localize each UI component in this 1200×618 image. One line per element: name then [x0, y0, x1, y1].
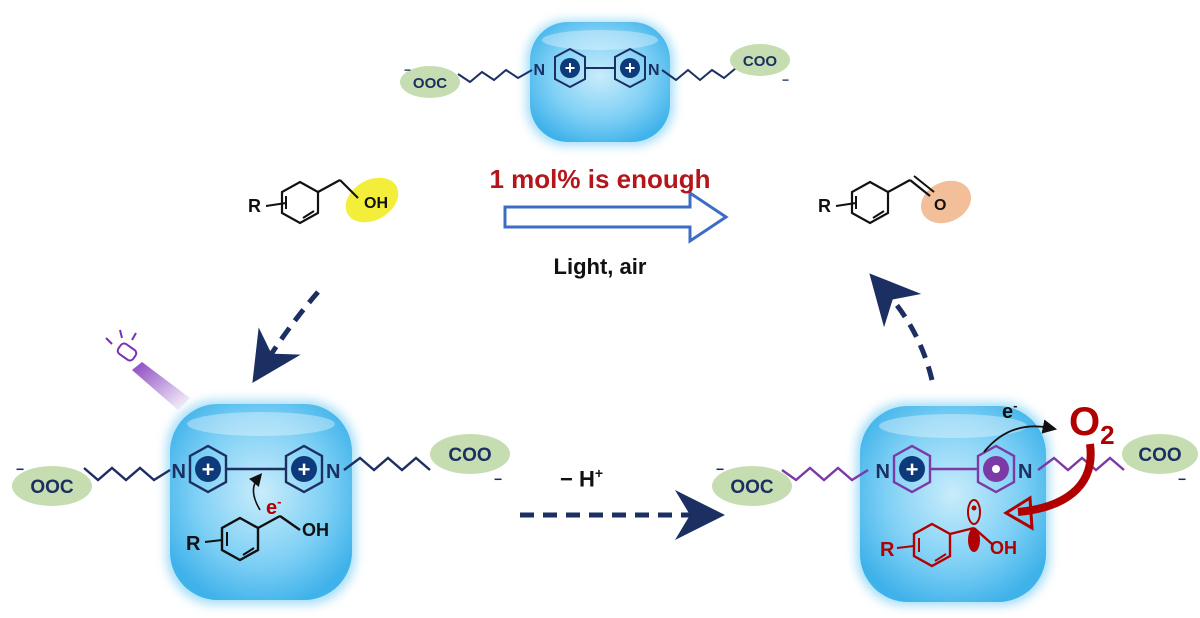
svg-text:−: −	[716, 461, 724, 477]
svg-text:OOC: OOC	[413, 75, 447, 92]
catalyst-loading-label: 1 mol% is enough	[489, 164, 711, 194]
svg-text:N: N	[876, 461, 890, 483]
svg-text:+: +	[298, 457, 311, 482]
svg-text:−: −	[16, 461, 24, 477]
plus-charge-icon	[560, 58, 580, 78]
svg-text:N: N	[172, 461, 186, 483]
svg-text:+: +	[625, 58, 636, 78]
plus-charge-icon	[195, 456, 221, 482]
svg-text:COO: COO	[448, 445, 491, 466]
svg-text:N: N	[1018, 461, 1032, 483]
svg-text:−: −	[1178, 471, 1186, 487]
catalyst-substrate-complex: + + N N OOC − COO − R OH e-	[12, 400, 510, 605]
light-bulb-icon	[105, 329, 190, 410]
deprotonation-label: − H+	[560, 465, 604, 492]
svg-text:R: R	[818, 196, 831, 216]
svg-text:OOC: OOC	[730, 477, 774, 498]
reaction-conditions-label: Light, air	[553, 254, 647, 279]
radical-complex: + N N OOC − COO − R OH e-	[712, 398, 1198, 606]
plus-charge-icon	[620, 58, 640, 78]
svg-text:OH: OH	[364, 195, 388, 212]
catalyst-top: + + N N OOC − COO −	[400, 20, 790, 146]
svg-text:+: +	[202, 457, 215, 482]
svg-text:−: −	[404, 63, 411, 77]
svg-text:+: +	[906, 457, 919, 482]
cycle-arrow-left	[252, 290, 320, 383]
svg-text:N: N	[533, 62, 545, 79]
svg-text:+: +	[565, 58, 576, 78]
svg-text:N: N	[326, 461, 340, 483]
svg-text:R: R	[186, 533, 201, 555]
svg-text:−: −	[782, 73, 789, 87]
svg-text:e-: e-	[1002, 398, 1017, 423]
reaction-arrow	[503, 190, 729, 244]
svg-text:COO: COO	[1138, 445, 1181, 466]
svg-text:O: O	[934, 197, 946, 214]
svg-text:−: −	[494, 471, 502, 487]
plus-charge-icon	[291, 456, 317, 482]
product-benzaldehyde: R O	[818, 175, 972, 225]
svg-text:COO: COO	[743, 53, 778, 70]
plus-charge-icon	[899, 456, 925, 482]
cycle-arrow-right	[869, 273, 935, 381]
svg-text:e-: e-	[266, 494, 281, 519]
substrate-benzyl-alcohol: R OH	[248, 177, 399, 225]
svg-text:N: N	[648, 62, 660, 79]
oxygen-label: O2	[1069, 400, 1115, 450]
svg-text:R: R	[880, 539, 895, 561]
svg-text:R: R	[248, 196, 261, 216]
svg-text:OH: OH	[302, 520, 329, 540]
svg-text:OOC: OOC	[30, 477, 74, 498]
svg-text:OH: OH	[990, 538, 1017, 558]
